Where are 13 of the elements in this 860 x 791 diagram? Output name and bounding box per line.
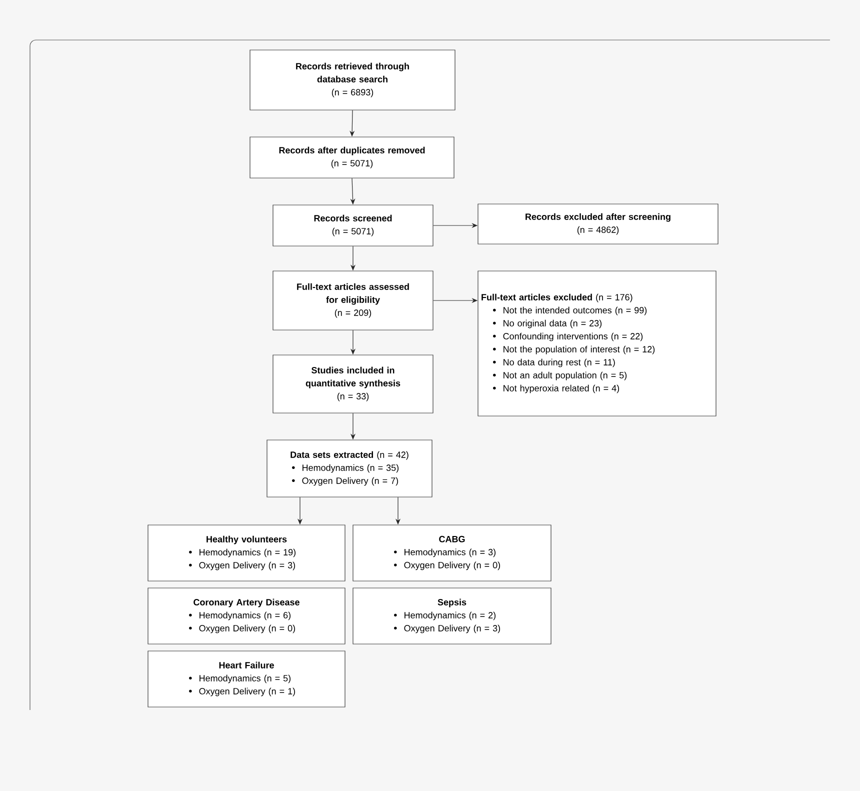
- process-box: Full-text articles excluded (n = 176) Not the intended outcomes (n = 99) No original data (n = 23) Confounding interventions (n = 22) Not the population of interest (n = 12) No data during rest (n = 11) Not an adult population (n = 5) Not hyperoxia related (n = 4): [478, 270, 716, 416]
- process-box: Full-text articles assessed for eligibility (n = 209): [272, 270, 434, 330]
- process-box: Studies included in quantitative synthesis (n = 33): [272, 354, 434, 414]
- process-box: Healthy volunteers Hemodynamics (n = 19) Oxygen Delivery (n = 3): [148, 524, 346, 582]
- process-box: Records excluded after screening (n = 4862): [478, 204, 718, 244]
- process-box: Records screened (n = 5071): [272, 204, 434, 246]
- process-box: Heart Failure Hemodynamics (n = 5) Oxygen Delivery (n = 1): [148, 650, 346, 708]
- process-box: CABG Hemodynamics (n = 3) Oxygen Delivery (n = 0): [352, 524, 552, 582]
- process-box: Sepsis Hemodynamics (n = 2) Oxygen Delivery (n = 3): [352, 588, 552, 644]
- process-box: Coronary Artery Disease Hemodynamics (n = 6) Oxygen Delivery (n = 0): [148, 588, 346, 644]
- process-box: Data sets extracted (n = 42) Hemodynamics (n = 35) Oxygen Delivery (n = 7): [266, 440, 432, 498]
- process-box: Records retrieved through database search (n = 6893): [250, 50, 456, 110]
- process-box: Records after duplicates removed (n = 5071): [250, 136, 454, 178]
